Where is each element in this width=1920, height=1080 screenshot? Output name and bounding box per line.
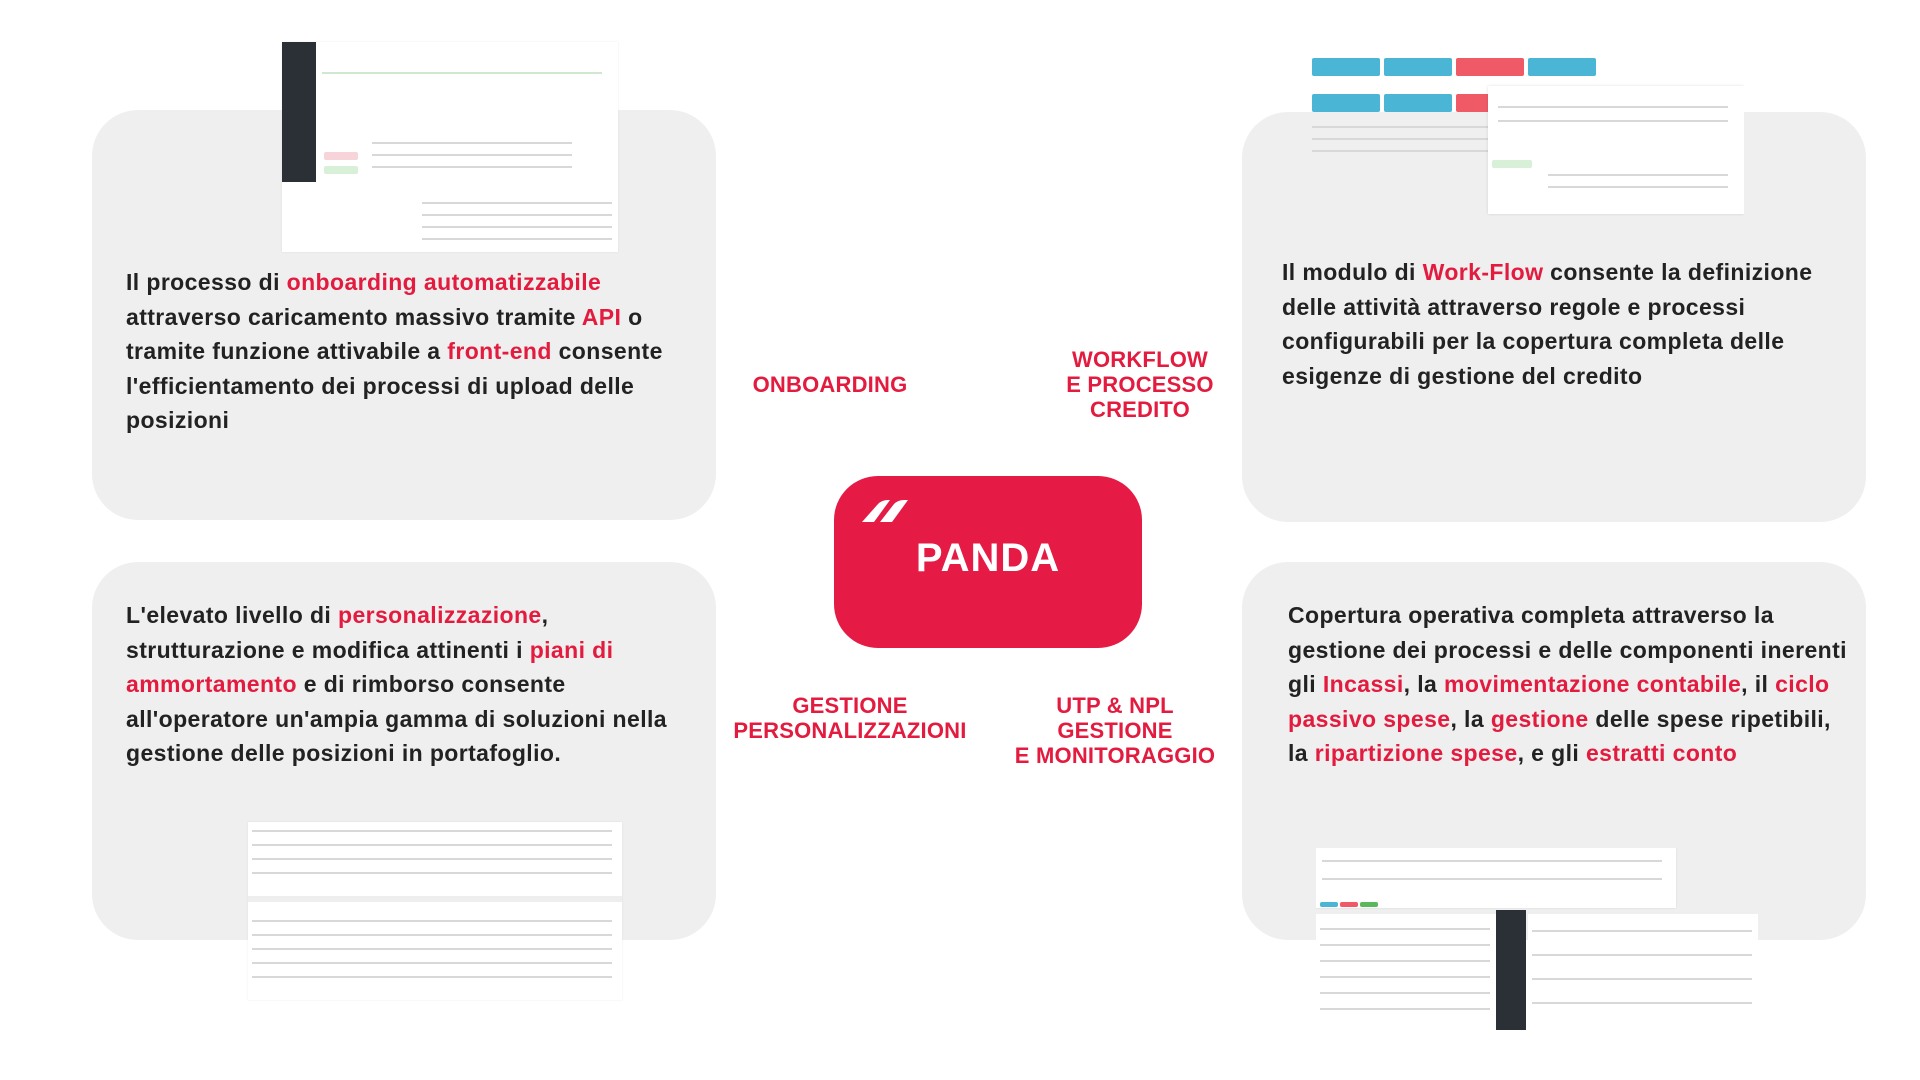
workflow-description: Il modulo di Work-Flow consente la defin… <box>1282 255 1842 393</box>
highlight: Work-Flow <box>1422 259 1544 285</box>
highlight: onboarding automatizzabile <box>286 269 602 295</box>
text: consente l'efficientamento dei processi … <box>126 338 663 433</box>
panda-logo-icon <box>862 500 908 522</box>
panda-logo-box: PANDA <box>834 476 1142 648</box>
label-line: UTP & NPL <box>1056 693 1174 718</box>
panda-title: PANDA <box>915 536 1061 580</box>
label-line: WORKFLOW <box>1071 347 1208 372</box>
screenshot-utp-npl <box>1316 848 1758 1030</box>
screenshot-workflow <box>1312 46 1744 216</box>
label-line: GESTIONE <box>792 693 908 718</box>
label-gestione-personalizzazioni: GESTIONE PERSONALIZZAZIONI <box>720 693 980 743</box>
label-workflow: WORKFLOW E PROCESSO CREDITO <box>1040 347 1240 422</box>
highlight: movimentazione contabile <box>1443 671 1742 697</box>
label-utp-npl: UTP & NPL GESTIONE E MONITORAGGIO <box>1000 693 1230 768</box>
label-line: GESTIONE <box>1057 718 1173 743</box>
highlight: piani di ammortamento <box>126 636 614 698</box>
label-line: CREDITO <box>1089 397 1190 422</box>
text: L'elevato livello di <box>126 602 338 628</box>
highlight: API <box>581 303 622 330</box>
text: , il <box>1741 671 1776 697</box>
text: attraverso caricamento massivo tramite <box>126 303 582 330</box>
text: , la <box>1450 705 1491 732</box>
screenshot-onboarding <box>282 42 618 252</box>
text: Il processo di <box>126 269 287 295</box>
screenshot-personalizzazioni <box>248 822 622 1000</box>
highlight: personalizzazione <box>338 602 542 628</box>
label-line: E PROCESSO <box>1066 372 1214 397</box>
label-line: ONBOARDING <box>752 372 908 397</box>
text: consente la definizione delle attività a… <box>1282 259 1813 389</box>
text: delle spese ripetibili, la <box>1288 705 1831 767</box>
text: Copertura operativa completa attraverso … <box>1288 602 1847 697</box>
onboarding-description: Il processo di onboarding automatizzabil… <box>126 265 686 438</box>
utp-npl-description: Copertura operativa completa attraverso … <box>1288 598 1852 771</box>
personalizzazioni-description: L'elevato livello di personalizzazione, … <box>126 598 686 771</box>
text: , e gli <box>1517 740 1586 766</box>
text: e di rimborso consente all'operatore un'… <box>126 671 667 766</box>
label-line: E MONITORAGGIO <box>1014 743 1216 768</box>
label-line: PERSONALIZZAZIONI <box>733 718 967 743</box>
highlight: gestione <box>1490 705 1589 732</box>
highlight: front-end <box>447 338 552 364</box>
text: , la <box>1403 671 1444 697</box>
text: o tramite funzione attivabile a <box>126 303 643 365</box>
highlight: estratti conto <box>1585 740 1738 766</box>
text: Il modulo di <box>1282 259 1423 285</box>
highlight: ripartizione spese <box>1314 740 1518 766</box>
label-onboarding: ONBOARDING <box>730 372 930 397</box>
text: , strutturazione e modifica attinenti i <box>126 602 549 663</box>
highlight: ciclo passivo spese <box>1288 671 1830 732</box>
highlight: Incassi <box>1322 671 1404 697</box>
